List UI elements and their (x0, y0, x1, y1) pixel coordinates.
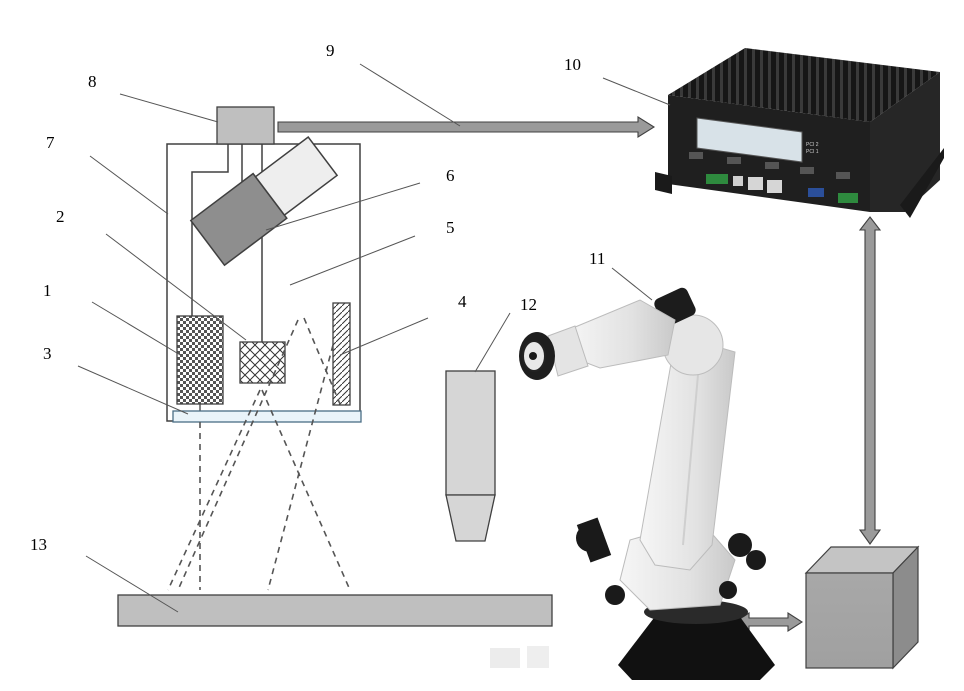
label-1: 1 (43, 281, 52, 300)
leader-10 (602, 77, 671, 106)
computer-mount-right (900, 148, 944, 218)
robot-motor (605, 585, 625, 605)
top-module (216, 106, 275, 145)
robot-arm-edge (682, 351, 701, 546)
ray-2a (167, 389, 261, 591)
vga-port (808, 188, 824, 197)
robot-motor (728, 533, 752, 557)
robot-motor (719, 581, 737, 599)
workpiece (117, 594, 553, 627)
com-port (765, 162, 779, 169)
camera-assembly (189, 135, 339, 267)
lan-port (767, 180, 782, 193)
label-13: 13 (30, 535, 47, 554)
label-5: 5 (446, 218, 455, 237)
leader-9 (359, 63, 461, 127)
label-6: 6 (446, 166, 455, 185)
optical-rays (167, 317, 351, 591)
label-11: 11 (589, 249, 605, 268)
leader-4 (339, 317, 429, 356)
com-port (727, 157, 741, 164)
robot-flange-center (529, 352, 537, 360)
usb-port (733, 176, 743, 186)
com-port (800, 167, 814, 174)
wire-to-element-1 (191, 144, 229, 316)
robot-motor (746, 550, 766, 570)
leader-11 (611, 267, 653, 301)
nozzle-tip (445, 494, 496, 542)
ray-lens-c (267, 344, 334, 591)
leader-5 (289, 235, 416, 286)
leader-6 (265, 182, 421, 231)
label-12: 12 (520, 295, 537, 314)
label-4: 4 (458, 292, 467, 311)
label-7: 7 (46, 133, 55, 152)
nozzle-body (445, 370, 496, 496)
leader-1 (91, 301, 183, 357)
leader-12 (474, 312, 511, 373)
vertical-double-arrow (858, 216, 882, 545)
lan-port (748, 177, 763, 190)
cube-front (805, 572, 894, 669)
com-port (836, 172, 850, 179)
computer-pci-window (696, 117, 803, 163)
terminal-block (706, 174, 728, 184)
label-2: 2 (56, 207, 65, 226)
pci-slot-label-2: PCI 2 (806, 142, 819, 148)
data-arrow (277, 116, 656, 138)
controller-cube (804, 545, 920, 670)
leader-13 (85, 555, 179, 613)
industrial-computer: PCI 2 PCI 1 (655, 48, 944, 218)
leader-7 (89, 155, 169, 215)
robot-base (618, 610, 775, 680)
computer-mount-left (655, 172, 672, 194)
robot-wrist (547, 325, 589, 377)
computer-top (668, 48, 940, 122)
horizontal-double-arrow (733, 611, 804, 633)
ray-lens-a (303, 317, 341, 405)
element-2-crosshatch (239, 341, 286, 384)
leader-lines (77, 63, 671, 613)
label-10: 10 (564, 55, 581, 74)
label-3: 3 (43, 344, 52, 363)
com-port (689, 152, 703, 159)
pci-slot-label-1: PCI 1 (806, 149, 819, 155)
robot-watermark-mark (490, 648, 520, 668)
leader-8 (119, 93, 219, 123)
robot-motor (576, 517, 612, 563)
leader-2 (105, 233, 247, 341)
ray-lens-b (177, 319, 299, 591)
industrial-robot (490, 287, 775, 680)
label-9: 9 (326, 41, 335, 60)
robot-watermark-mark (527, 646, 549, 668)
element-1-checkered (176, 315, 224, 405)
glass-window (172, 410, 362, 423)
label-8: 8 (88, 72, 97, 91)
leader-3 (77, 365, 189, 415)
power-terminal (838, 193, 858, 203)
ray-2b (261, 389, 351, 591)
camera-lens (254, 135, 339, 217)
